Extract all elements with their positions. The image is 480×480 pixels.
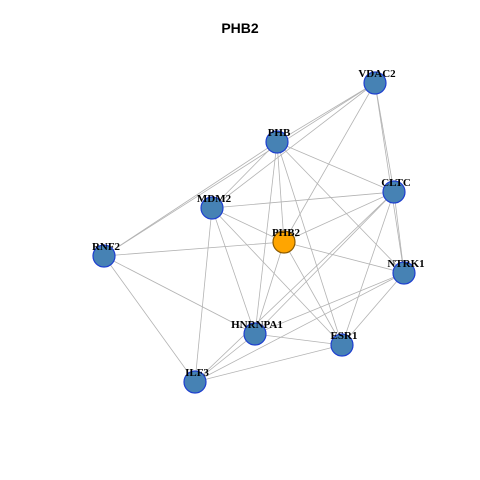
- edge-hnrnpa1-ilf3: [194, 333, 256, 383]
- edge-phb2-hnrnpa1: [254, 241, 285, 335]
- chart-title: PHB2: [221, 20, 259, 36]
- node-label: NTRK1: [387, 258, 424, 270]
- edge-phb2-ntrk1: [283, 241, 405, 274]
- edge-mdm2-esr1: [211, 207, 343, 346]
- edge-layer: [103, 82, 405, 383]
- node-circle[interactable]: [265, 130, 289, 154]
- node-label: MDM2: [197, 193, 232, 205]
- edge-vdac2-ntrk1: [374, 82, 405, 274]
- edge-mdm2-phb2: [211, 207, 285, 243]
- edge-cltc-phb2: [283, 191, 395, 243]
- node-phb2[interactable]: PHB2: [272, 227, 301, 254]
- edge-cltc-hnrnpa1: [254, 191, 395, 335]
- node-label: HNRNPA1: [231, 319, 283, 331]
- edge-rnf2-ilf3: [103, 255, 196, 383]
- node-label: PHB: [268, 127, 291, 139]
- edge-phb-mdm2: [211, 141, 278, 209]
- node-circle[interactable]: [272, 230, 296, 254]
- edge-phb2-rnf2: [103, 241, 285, 257]
- edge-ntrk1-esr1: [341, 272, 405, 346]
- edge-esr1-ilf3: [194, 344, 343, 383]
- edge-cltc-mdm2: [211, 191, 395, 209]
- node-label: PHB2: [272, 227, 301, 239]
- edge-vdac2-phb2: [283, 82, 376, 243]
- edge-hnrnpa1-esr1: [254, 333, 343, 346]
- node-circle[interactable]: [200, 196, 224, 220]
- node-label: VDAC2: [358, 68, 396, 80]
- edge-phb-ntrk1: [276, 141, 405, 274]
- edge-ntrk1-hnrnpa1: [254, 272, 405, 335]
- edge-mdm2-ilf3: [194, 207, 213, 383]
- node-rnf2[interactable]: RNF2: [92, 241, 121, 268]
- node-label: ILF3: [185, 367, 209, 379]
- edge-vdac2-rnf2: [103, 82, 376, 257]
- node-cltc[interactable]: CLTC: [381, 177, 411, 204]
- node-ntrk1[interactable]: NTRK1: [387, 258, 425, 285]
- edge-vdac2-mdm2: [211, 82, 376, 209]
- node-mdm2[interactable]: MDM2: [197, 193, 232, 220]
- edge-vdac2-phb: [276, 82, 376, 143]
- node-phb[interactable]: PHB: [265, 127, 291, 154]
- node-circle[interactable]: [92, 244, 116, 268]
- node-circle[interactable]: [392, 261, 416, 285]
- node-vdac2[interactable]: VDAC2: [358, 68, 396, 95]
- edge-phb-hnrnpa1: [254, 141, 278, 335]
- edge-mdm2-hnrnpa1: [211, 207, 256, 335]
- node-label: RNF2: [92, 241, 121, 253]
- node-circle[interactable]: [243, 322, 267, 346]
- edge-phb-cltc: [276, 141, 395, 193]
- edge-rnf2-hnrnpa1: [103, 255, 256, 335]
- node-label: ESR1: [331, 330, 358, 342]
- edge-phb2-esr1: [283, 241, 343, 346]
- node-circle[interactable]: [363, 71, 387, 95]
- edge-cltc-ilf3: [194, 191, 395, 383]
- edge-cltc-ntrk1: [393, 191, 405, 274]
- node-hnrnpa1[interactable]: HNRNPA1: [231, 319, 283, 346]
- node-label: CLTC: [381, 177, 411, 189]
- node-circle[interactable]: [183, 370, 207, 394]
- node-ilf3[interactable]: ILF3: [183, 367, 209, 394]
- edge-ntrk1-ilf3: [194, 272, 405, 383]
- node-esr1[interactable]: ESR1: [330, 330, 358, 357]
- node-circle[interactable]: [330, 333, 354, 357]
- edge-cltc-esr1: [341, 191, 395, 346]
- edge-phb-phb2: [276, 141, 285, 243]
- edge-phb-rnf2: [103, 141, 278, 257]
- node-circle[interactable]: [382, 180, 406, 204]
